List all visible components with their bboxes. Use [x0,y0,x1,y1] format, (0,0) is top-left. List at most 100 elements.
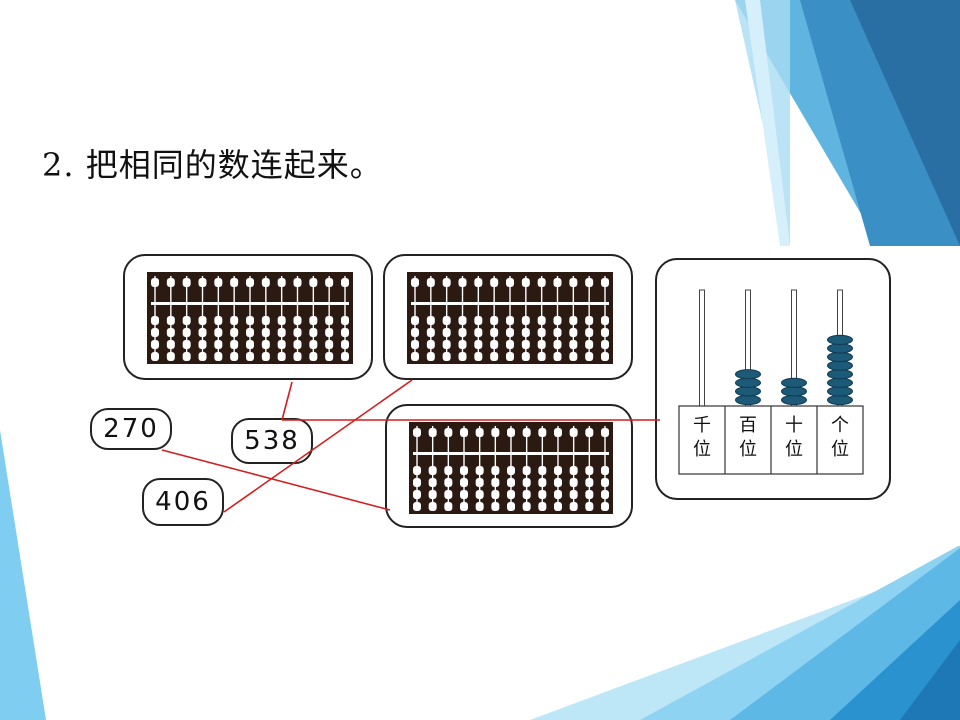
abacus-bead [261,352,270,361]
abacus-bead [444,502,453,511]
abacus-bead [198,352,207,361]
place-value-bead [827,377,853,388]
abacus-bead [537,328,546,337]
abacus-bead [411,328,419,337]
abacus-bead [458,340,467,349]
abacus-bead [553,352,562,361]
abacus-bead [214,328,223,337]
place-value-rods [678,289,864,475]
abacus-bead [585,428,594,437]
abacus-bead [182,352,191,361]
abacus-bead [428,466,437,475]
abacus-bead [325,316,334,325]
abacus-bead [475,466,484,475]
abacus-bead [458,328,467,337]
abacus-bead [413,502,421,511]
abacus-bead [491,428,500,437]
abacus-1 [147,272,353,364]
abacus-bead [474,278,483,287]
abacus-bead [460,466,468,475]
abacus-bead [475,478,484,487]
abacus-bead [585,478,594,487]
abacus-bead [554,466,562,475]
abacus-bead [151,278,159,287]
place-value-bead [735,394,761,406]
abacus-bead [491,478,500,487]
abacus-bead [553,278,562,287]
abacus-bead [246,278,254,287]
abacus-bead [325,328,334,337]
abacus-bead [458,316,467,325]
abacus-bead [261,328,270,337]
abacus-bead [601,278,609,287]
abacus-bead [490,328,499,337]
abacus-bead [182,278,191,287]
place-value-bead [735,386,761,397]
label-bottom: 位 [785,439,803,460]
abacus-bead [426,316,435,325]
place-value-bead [827,360,853,371]
abacus-bead [293,352,302,361]
label-bottom: 位 [739,439,757,460]
abacus-bead [507,478,515,487]
abacus-bead [182,340,191,349]
abacus-bead [601,466,609,475]
abacus-bead [585,278,594,287]
abacus-card-1 [123,254,373,380]
number-tag-538[interactable]: 538 [231,418,313,464]
place-value-bead [827,394,853,406]
abacus-bead [411,352,419,361]
number-tag-270[interactable]: 270 [90,408,172,450]
label-top: 个 [831,415,849,436]
number-tag-406[interactable]: 406 [142,478,224,526]
abacus-bead [442,352,451,361]
place-value-bead [827,351,853,363]
abacus-bead [490,278,499,287]
abacus-bead [475,428,484,437]
abacus-card-3 [385,404,633,528]
abacus-bead [293,278,302,287]
place-value-bead [827,386,853,397]
abacus-bead [411,340,419,349]
abacus-bead [506,278,514,287]
abacus-bead [151,328,159,337]
abacus-bead [460,502,468,511]
place-value-bead [827,334,853,345]
abacus-bead [522,490,531,499]
abacus-bead [538,428,547,437]
abacus-bead [411,316,419,325]
abacus-bead [428,478,437,487]
abacus-bead [198,316,207,325]
abacus-bead [474,328,483,337]
abacus-bead [309,328,318,337]
abacus-bead [601,490,609,499]
abacus-bead [522,428,531,437]
abacus-bead [413,478,421,487]
abacus-bead [166,316,175,325]
abacus-bead [458,352,467,361]
abacus-bead [521,352,530,361]
abacus-bead [569,278,578,287]
abacus-bead [293,316,302,325]
abacus-bead [521,278,530,287]
abacus-bead [413,490,421,499]
abacus-bead [601,502,609,511]
abacus-bead [325,352,334,361]
abacus-bead [554,478,562,487]
abacus-bead [411,278,419,287]
abacus-bead [585,490,594,499]
abacus-bead [309,316,318,325]
abacus-bead [309,352,318,361]
abacus-bead [444,428,453,437]
abacus-bead [537,352,546,361]
abacus-bead [341,340,349,349]
place-value-rod [699,289,705,407]
abacus-3 [409,422,613,514]
abacus-bead [506,340,514,349]
abacus-bead [277,340,286,349]
abacus-bead [538,478,547,487]
abacus-bead [522,502,531,511]
abacus-bead [442,316,451,325]
abacus-bead [522,466,531,475]
abacus-bead [521,316,530,325]
